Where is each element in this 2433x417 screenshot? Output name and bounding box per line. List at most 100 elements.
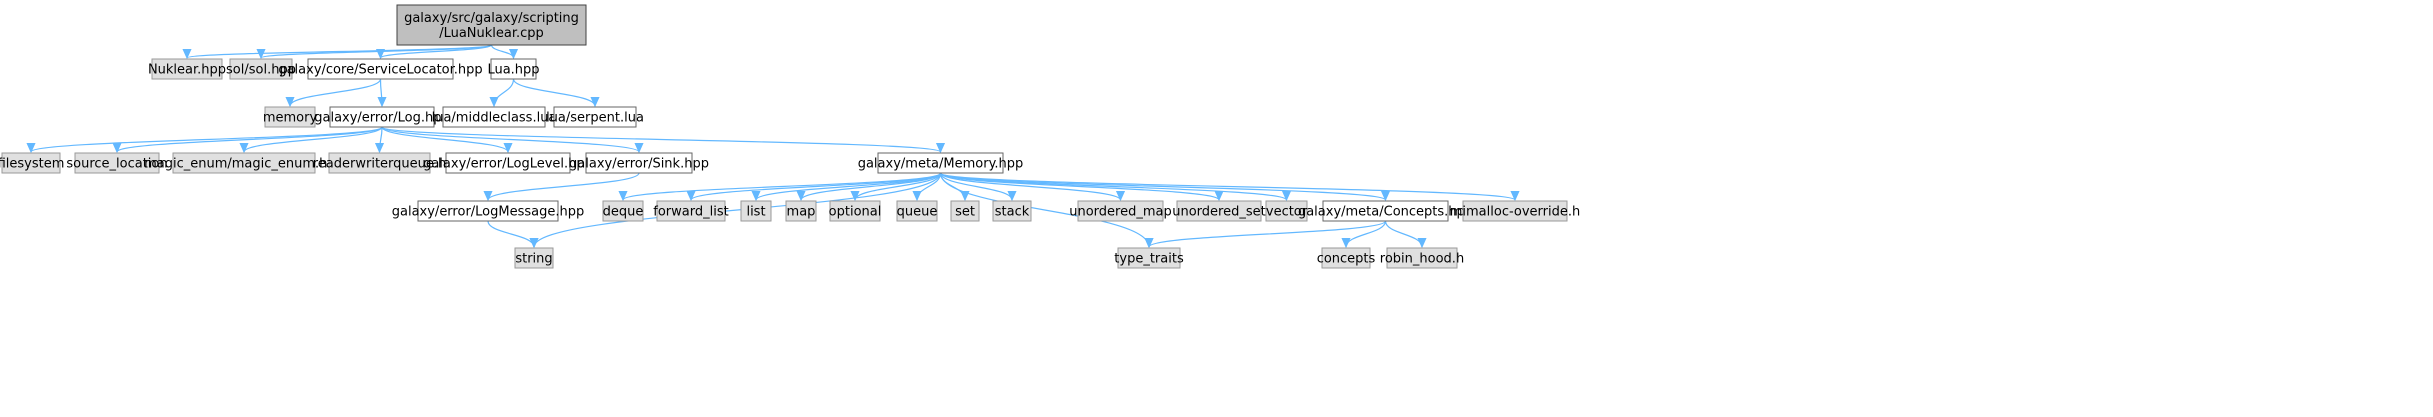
node-box (992, 200, 1032, 222)
node-box (396, 4, 587, 46)
node-label: Lua.hpp (487, 63, 539, 78)
edge-concepts_hpp-to-concepts (1346, 220, 1387, 247)
node-label: memory (263, 111, 318, 126)
node-box (1265, 200, 1308, 222)
node-servicelocator[interactable]: galaxy/core/ServiceLocator.hpp (278, 58, 483, 80)
node-metamemory[interactable]: galaxy/meta/Memory.hpp (858, 152, 1024, 174)
node-box (490, 58, 537, 80)
edge-concepts_hpp-to-type_traits (1149, 220, 1387, 247)
node-box (1117, 247, 1181, 269)
node-label: queue (897, 205, 938, 220)
edge-log-to-magic_enum (244, 126, 383, 152)
node-label: lua/serpent.lua (546, 111, 644, 126)
node-box (151, 58, 223, 80)
node-box (307, 58, 454, 80)
edge-metamemory-to-list (756, 172, 942, 200)
node-middleclass[interactable]: lua/middleclass.lua (432, 106, 557, 128)
node-box (1322, 200, 1449, 222)
edge-concepts_hpp-to-robin_hood (1384, 220, 1423, 247)
node-label: stack (995, 205, 1030, 220)
node-label: source_location (66, 157, 167, 172)
edge-metamemory-to-optional (855, 172, 942, 200)
node-concepts: concepts (1317, 247, 1376, 269)
node-loglevel[interactable]: galaxy/error/LogLevel.hpp (423, 152, 593, 174)
node-label: set (955, 205, 975, 220)
node-label: galaxy/error/Log.hpp (314, 111, 450, 126)
node-box (740, 200, 772, 222)
node-type_traits: type_traits (1114, 247, 1184, 269)
node-label: readerwriterqueue.h (313, 157, 447, 172)
node-box (514, 247, 554, 269)
node-label: sol/sol.hpp (226, 63, 296, 78)
node-box (417, 200, 559, 222)
node-vector: vector (1265, 200, 1308, 222)
node-root[interactable]: galaxy/src/galaxy/scripting/LuaNuklear.c… (396, 4, 587, 46)
node-box (950, 200, 980, 222)
edge-metamemory-to-forward_list (691, 172, 942, 200)
edge-root-to-luahpp (490, 44, 514, 58)
node-label: galaxy/meta/Memory.hpp (858, 157, 1024, 172)
node-label: type_traits (1114, 252, 1184, 267)
node-concepts_hpp[interactable]: galaxy/meta/Concepts.hpp (1298, 200, 1473, 222)
edge-metamemory-to-mimalloc (939, 172, 1516, 200)
edge-metamemory-to-unordered_map (939, 172, 1121, 200)
node-box (877, 152, 1004, 174)
node-box (229, 58, 293, 80)
node-magic_enum: magic_enum/magic_enum.hpp (144, 152, 344, 174)
node-label: deque (603, 205, 644, 220)
edge-log-to-sink (381, 126, 639, 152)
node-box (1321, 247, 1371, 269)
node-queue: queue (896, 200, 938, 222)
node-label: galaxy/error/LogMessage.hpp (392, 205, 585, 220)
node-robin_hood: robin_hood.h (1380, 247, 1464, 269)
node-memory: memory (263, 106, 318, 128)
edge-metamemory-to-deque (623, 172, 942, 200)
node-label: robin_hood.h (1380, 252, 1464, 267)
node-mimalloc: mimalloc-override.h (1450, 200, 1580, 222)
edge-logmessage-to-string (487, 220, 534, 247)
node-deque: deque (602, 200, 644, 222)
node-box (1176, 200, 1262, 222)
node-label: concepts (1317, 252, 1376, 267)
node-readerwriterqueue: readerwriterqueue.h (313, 152, 447, 174)
node-source_location: source_location (66, 152, 168, 174)
node-label: forward_list (653, 205, 728, 220)
edge-log-to-loglevel (381, 126, 508, 152)
node-box (172, 152, 316, 174)
node-label: galaxy/error/LogLevel.hpp (423, 157, 593, 172)
node-luahpp[interactable]: Lua.hpp (487, 58, 540, 80)
node-box (656, 200, 726, 222)
node-label: filesystem (0, 157, 64, 172)
node-unordered_map: unordered_map (1069, 200, 1172, 222)
edge-log-to-metamemory (381, 126, 941, 152)
node-box (785, 200, 817, 222)
node-label: unordered_set (1172, 205, 1265, 220)
node-optional: optional (829, 200, 881, 222)
edge-log-to-filesystem (31, 126, 383, 152)
edge-luahpp-to-middleclass (494, 78, 515, 106)
node-box (585, 152, 693, 174)
edge-root-to-sol (261, 44, 493, 58)
edge-metamemory-to-concepts_hpp (939, 172, 1386, 200)
node-box (329, 106, 435, 128)
node-logmessage[interactable]: galaxy/error/LogMessage.hpp (392, 200, 585, 222)
node-box (829, 200, 881, 222)
edge-metamemory-to-type_traits (939, 172, 1150, 247)
node-sol: sol/sol.hpp (226, 58, 296, 80)
node-box (442, 106, 546, 128)
node-log[interactable]: galaxy/error/Log.hpp (314, 106, 450, 128)
node-label: unordered_map (1069, 205, 1172, 220)
nodes: galaxy/src/galaxy/scripting/LuaNuklear.c… (0, 4, 1580, 269)
node-filesystem: filesystem (0, 152, 64, 174)
node-sink[interactable]: galaxy/error/Sink.hpp (569, 152, 709, 174)
node-string: string (514, 247, 554, 269)
node-label: galaxy/core/ServiceLocator.hpp (278, 63, 482, 78)
node-serpent[interactable]: lua/serpent.lua (546, 106, 644, 128)
node-box (1462, 200, 1568, 222)
node-box (445, 152, 571, 174)
node-box (602, 200, 644, 222)
node-label: galaxy/src/galaxy/scripting (404, 11, 579, 26)
node-box (1386, 247, 1458, 269)
node-label: Nuklear.hpp (148, 63, 226, 78)
